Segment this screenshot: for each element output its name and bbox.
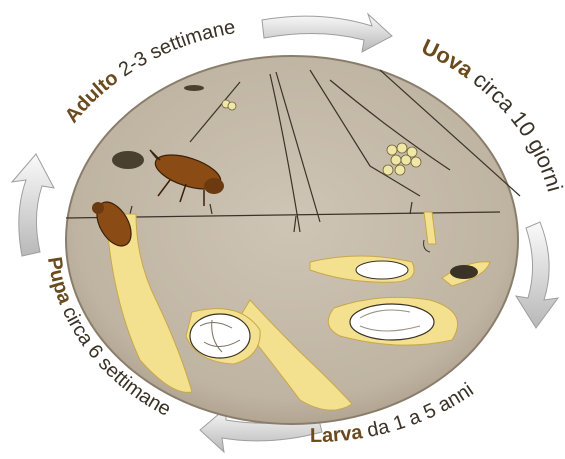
cycle-arrow-icon: [516, 222, 558, 328]
cycle-arrow-icon: [12, 154, 54, 256]
stage-name: Adulto: [61, 67, 123, 127]
pupa-illustration: [190, 314, 250, 358]
cycle-arrow-icon: [262, 14, 392, 52]
